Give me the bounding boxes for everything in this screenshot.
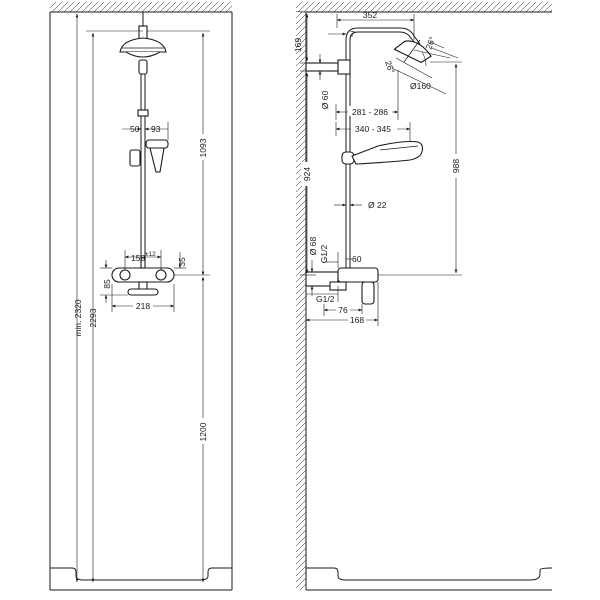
dim-lower-height: 1200 [174, 274, 210, 583]
label-pipe-diameter: Ø 22 [368, 200, 387, 210]
label-lower-height: 1200 [198, 422, 208, 441]
side-shower-arm [345, 27, 421, 56]
dim-min-height: min. 2320 [70, 11, 84, 583]
side-hand-shower [341, 140, 424, 165]
front-hand-shower [129, 139, 169, 173]
dim-mixer-rise: 35 [174, 252, 187, 269]
dim-flange-diameter: Ø 68 [308, 237, 318, 296]
label-min-height: min. 2320 [73, 299, 83, 337]
label-head-diameter: Ø160 [410, 81, 431, 91]
label-mid-height: 924 [302, 167, 312, 181]
front-riser-rail [137, 59, 149, 258]
dim-thread-upper: G1/2 [319, 245, 338, 264]
dim-mixer-depth: 60 [337, 252, 362, 268]
label-arm-offset: 7 [350, 29, 355, 39]
label-holder-left: 50 [130, 124, 140, 134]
dim-total-depth: 168 [305, 282, 379, 326]
front-mixer [111, 257, 175, 296]
dim-bracket-diameter: Ø 60 [316, 54, 338, 109]
label-head-angle-b: 26° [423, 35, 437, 51]
label-total-depth: 168 [350, 315, 364, 325]
side-ceiling [296, 2, 552, 13]
label-thread-lower: G1/2 [316, 294, 335, 304]
dim-holder-offsets: 50 93 [122, 122, 169, 140]
label-head-angle-a: 26° [383, 59, 397, 75]
dim-mid-height: 924 [300, 70, 316, 276]
label-bracket-diameter: Ø 60 [320, 91, 330, 110]
dim-pipe-diameter: Ø 22 [334, 200, 387, 210]
label-wall-offset: 85 [102, 279, 112, 289]
label-arm-range: 281 - 286 [352, 107, 388, 117]
label-head-reach: 352 [363, 10, 377, 20]
label-mixer-tolerance: ±12 [145, 251, 156, 258]
side-shower-tray [306, 567, 553, 591]
label-holder-range: 340 - 345 [355, 124, 391, 134]
label-shower-height: 988 [451, 159, 461, 173]
dim-mixer-spacing: 150 ±12 [124, 250, 162, 270]
dim-mixer-width: 218 [111, 284, 175, 312]
front-view: min. 2320 2293 1093 1200 85 [49, 2, 233, 591]
dim-arm-range: 281 - 286 [335, 70, 399, 120]
label-thread-upper: G1/2 [319, 245, 329, 264]
dim-holder-range: 340 - 345 [335, 122, 411, 142]
label-upper-height: 1093 [198, 138, 208, 157]
dim-wall-offset: 85 [100, 260, 128, 303]
label-mixer-depth: 60 [352, 254, 362, 264]
dim-upper-height: 1093 [147, 30, 210, 276]
label-head-drop: 169 [293, 38, 303, 52]
label-overall-height: 2293 [88, 308, 98, 327]
dim-overall-height: 2293 [86, 30, 143, 583]
dim-head-diameter: Ø160 [391, 47, 459, 95]
label-mixer-width: 218 [136, 301, 150, 311]
dim-head-drop: 169 [293, 11, 316, 64]
dim-head-angles: 26° 26° [383, 35, 451, 79]
side-wall [296, 12, 307, 590]
label-spout-depth: 76 [338, 305, 348, 315]
dim-head-reach: 352 [336, 10, 415, 40]
front-shower-tray [50, 567, 232, 591]
label-mixer-rise: 35 [177, 257, 187, 267]
dim-thread-lower: G1/2 [305, 286, 339, 304]
label-holder-right: 93 [151, 124, 161, 134]
dim-arm-offset: 7 [328, 29, 355, 39]
side-shower-head [393, 39, 432, 64]
dim-spout-depth: 76 [323, 304, 363, 316]
front-shower-head [119, 12, 167, 58]
front-ceiling [50, 2, 232, 13]
label-mixer-spacing: 150 [131, 253, 145, 263]
label-flange-diameter: Ø 68 [308, 237, 318, 256]
dim-shower-height: 988 [378, 61, 463, 276]
